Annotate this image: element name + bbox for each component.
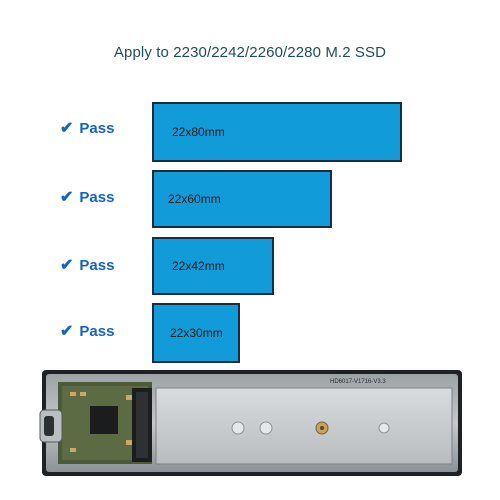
- pass-label: Pass: [79, 323, 115, 340]
- check-icon: ✔: [60, 188, 74, 206]
- ssd-2280: 22x80mm: [152, 102, 402, 162]
- controller-chip: [90, 406, 118, 434]
- ssd-2230: 22x30mm: [152, 303, 240, 363]
- pass-indicator-2280: ✔ Pass: [60, 120, 114, 137]
- ssd-size-label: 22x80mm: [172, 125, 225, 139]
- check-icon: ✔: [60, 119, 74, 137]
- pcb-label: HD6017-V1716-V3.3: [330, 379, 386, 385]
- ssd-2242: 22x42mm: [152, 237, 274, 295]
- ssd-size-label: 22x60mm: [168, 192, 221, 206]
- ssd-size-label: 22x42mm: [172, 259, 225, 273]
- pass-indicator-2260: ✔ Pass: [60, 189, 114, 206]
- ssd-2260: 22x60mm: [152, 170, 332, 228]
- page-title: Apply to 2230/2242/2260/2280 M.2 SSD: [113, 44, 387, 61]
- pass-label: Pass: [79, 189, 115, 206]
- pass-indicator-2230: ✔ Pass: [60, 323, 114, 340]
- pass-indicator-2242: ✔ Pass: [60, 257, 114, 274]
- check-icon: ✔: [60, 322, 74, 340]
- pass-label: Pass: [79, 120, 115, 137]
- ssd-tray: [155, 387, 453, 465]
- pass-label: Pass: [79, 257, 115, 274]
- ssd-size-label: 22x30mm: [170, 326, 223, 340]
- check-icon: ✔: [60, 256, 74, 274]
